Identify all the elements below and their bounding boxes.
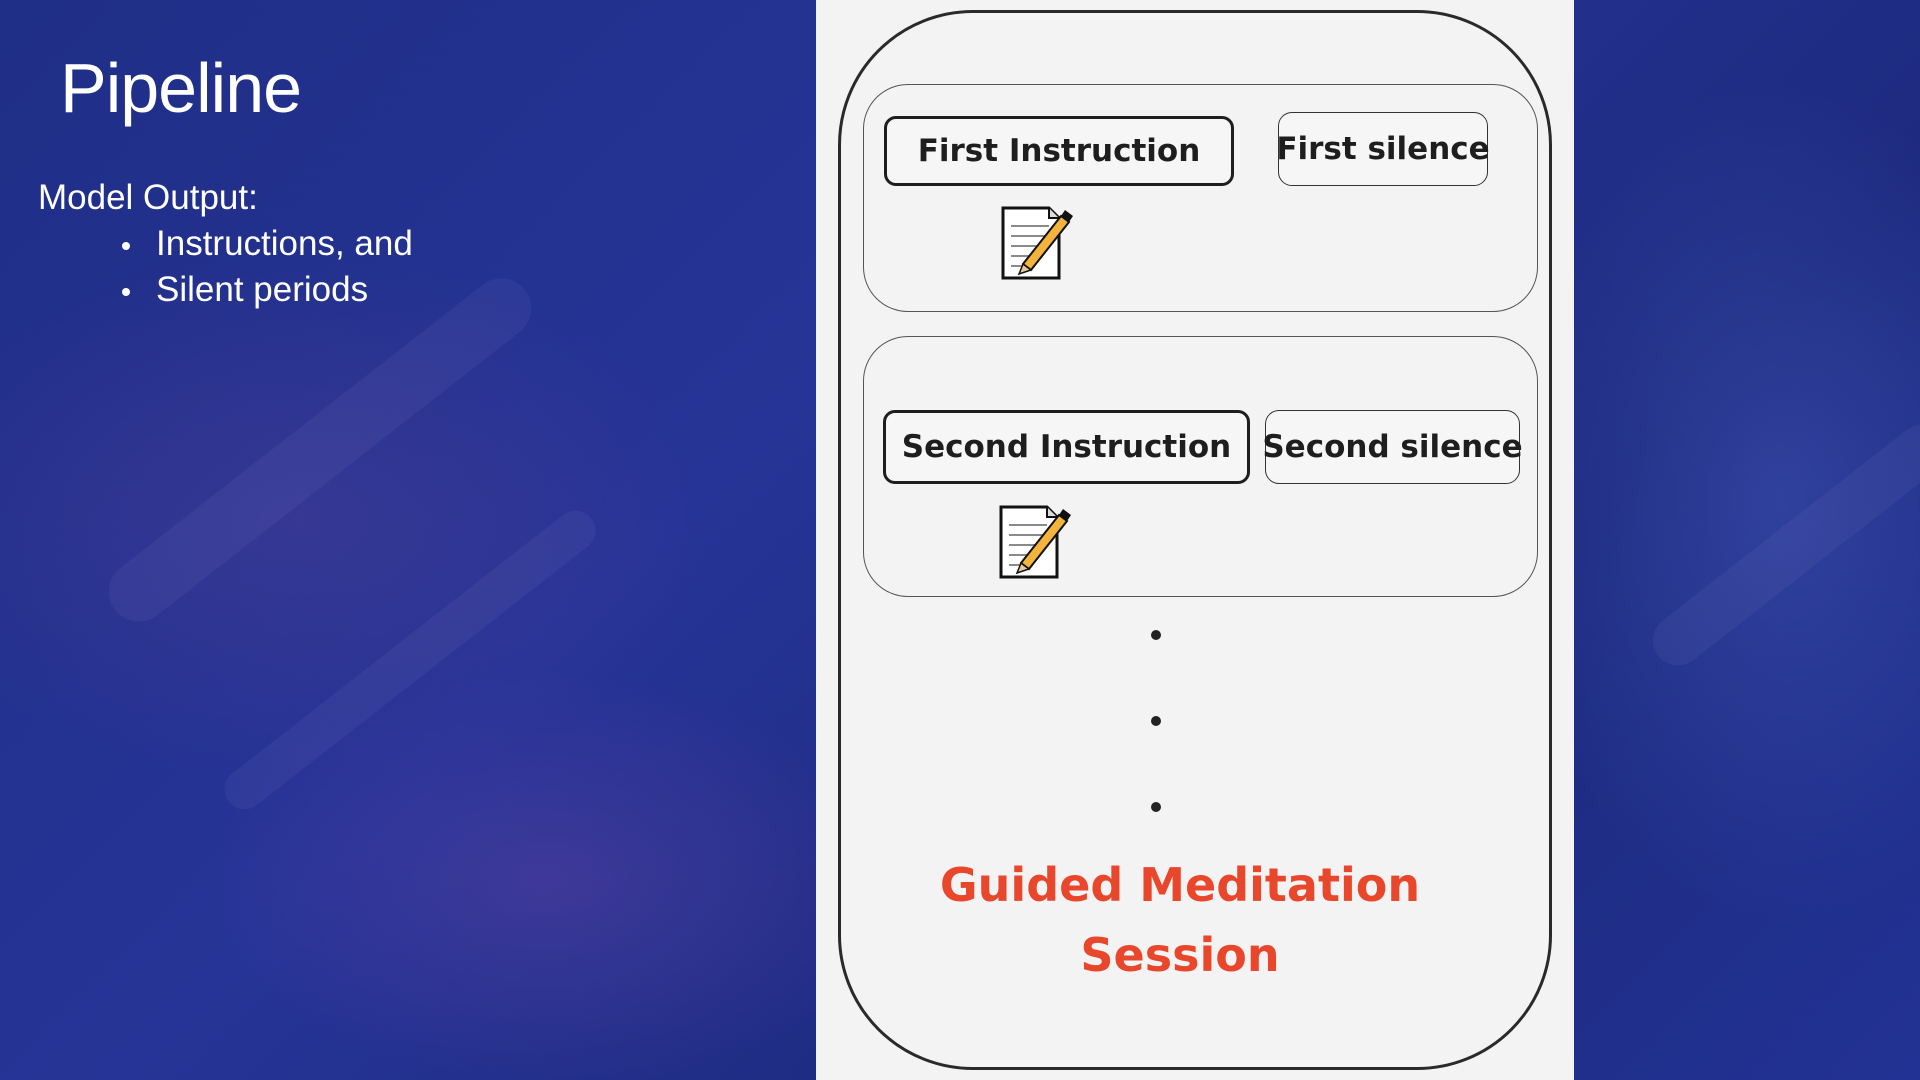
- session-container: [838, 10, 1552, 1070]
- session-label-line: Session: [1080, 928, 1280, 982]
- memo-icon: [999, 505, 1071, 579]
- bullet-list: Instructions, and Silent periods: [38, 224, 413, 310]
- bullet-item: Instructions, and: [122, 224, 413, 263]
- background-streak: [1642, 414, 1920, 676]
- background-streak: [96, 266, 544, 634]
- ellipsis-dot: [1151, 630, 1161, 640]
- background-streak: [216, 502, 604, 818]
- first-silence-box: First silence: [1276, 112, 1490, 186]
- session-label-line: Guided Meditation: [939, 858, 1421, 912]
- model-output-label: Model Output:: [38, 178, 258, 217]
- first-instruction-box: First Instruction: [884, 116, 1234, 186]
- second-silence-box: Second silence: [1262, 410, 1523, 484]
- session-label: Guided Meditation Session: [880, 850, 1480, 990]
- ellipsis-dot: [1151, 716, 1161, 726]
- bullet-item: Silent periods: [122, 270, 413, 310]
- slide-body: Model Output: Instructions, and Silent p…: [38, 178, 413, 316]
- memo-icon: [1001, 206, 1073, 280]
- second-instruction-box: Second Instruction: [883, 410, 1250, 484]
- slide-title: Pipeline: [60, 49, 302, 127]
- ellipsis-dot: [1151, 802, 1161, 812]
